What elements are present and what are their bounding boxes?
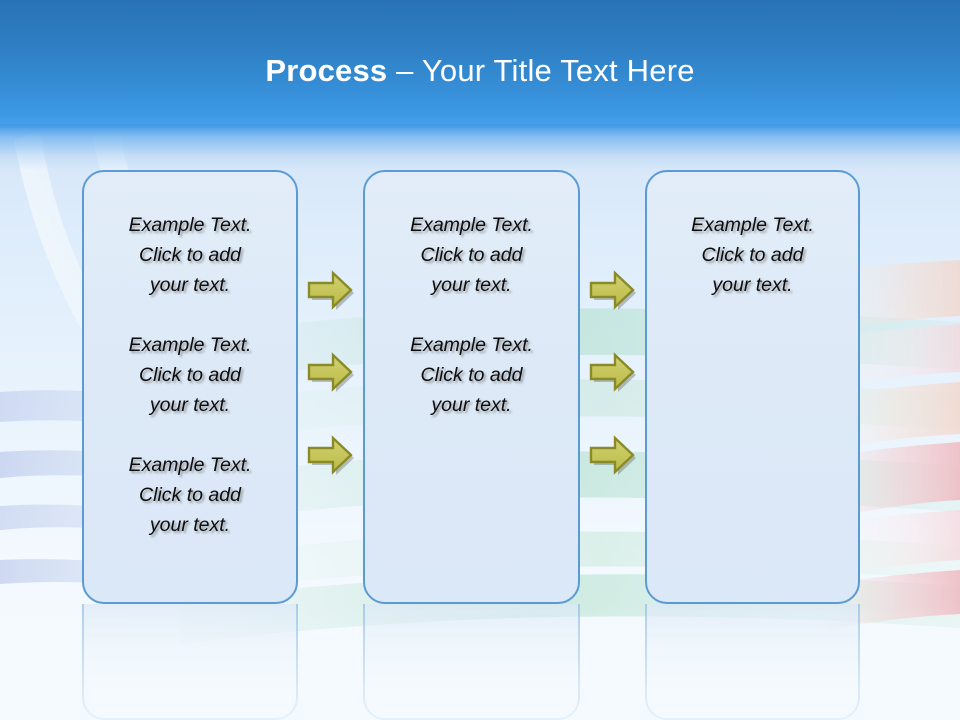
right-arrow-icon[interactable] — [305, 268, 355, 312]
title-banner — [0, 0, 960, 128]
process-box-3-body: Example Text. Click to add your text. — [661, 210, 844, 300]
page-title: Process – Your Title Text Here — [0, 52, 960, 90]
right-arrow-icon[interactable] — [587, 433, 637, 477]
process-box-1-paragraph-1[interactable]: Example Text. Click to add your text. — [128, 214, 252, 296]
process-box-1-paragraph-3[interactable]: Example Text. Click to add your text. — [128, 454, 252, 536]
right-arrow-icon[interactable] — [305, 433, 355, 477]
process-box-3[interactable]: Example Text. Click to add your text. — [645, 170, 860, 604]
process-box-2[interactable]: Example Text. Click to add your text. Ex… — [363, 170, 580, 604]
page-title-rest: – Your Title Text Here — [387, 53, 695, 88]
title-banner-fade — [0, 124, 960, 170]
process-box-2-paragraph-1[interactable]: Example Text. Click to add your text. — [410, 214, 533, 296]
process-box-1-body: Example Text. Click to add your text. Ex… — [98, 210, 282, 540]
right-arrow-icon[interactable] — [305, 350, 355, 394]
page-title-strong: Process — [265, 53, 388, 88]
reflection-fade-overlay — [0, 604, 960, 720]
process-box-1-paragraph-2[interactable]: Example Text. Click to add your text. — [128, 334, 252, 416]
process-box-2-body: Example Text. Click to add your text. Ex… — [379, 210, 564, 420]
right-arrow-icon[interactable] — [587, 350, 637, 394]
process-box-3-paragraph-1[interactable]: Example Text. Click to add your text. — [691, 214, 814, 296]
process-box-2-paragraph-2[interactable]: Example Text. Click to add your text. — [410, 334, 533, 416]
process-box-1[interactable]: Example Text. Click to add your text. Ex… — [82, 170, 298, 604]
right-arrow-icon[interactable] — [587, 268, 637, 312]
